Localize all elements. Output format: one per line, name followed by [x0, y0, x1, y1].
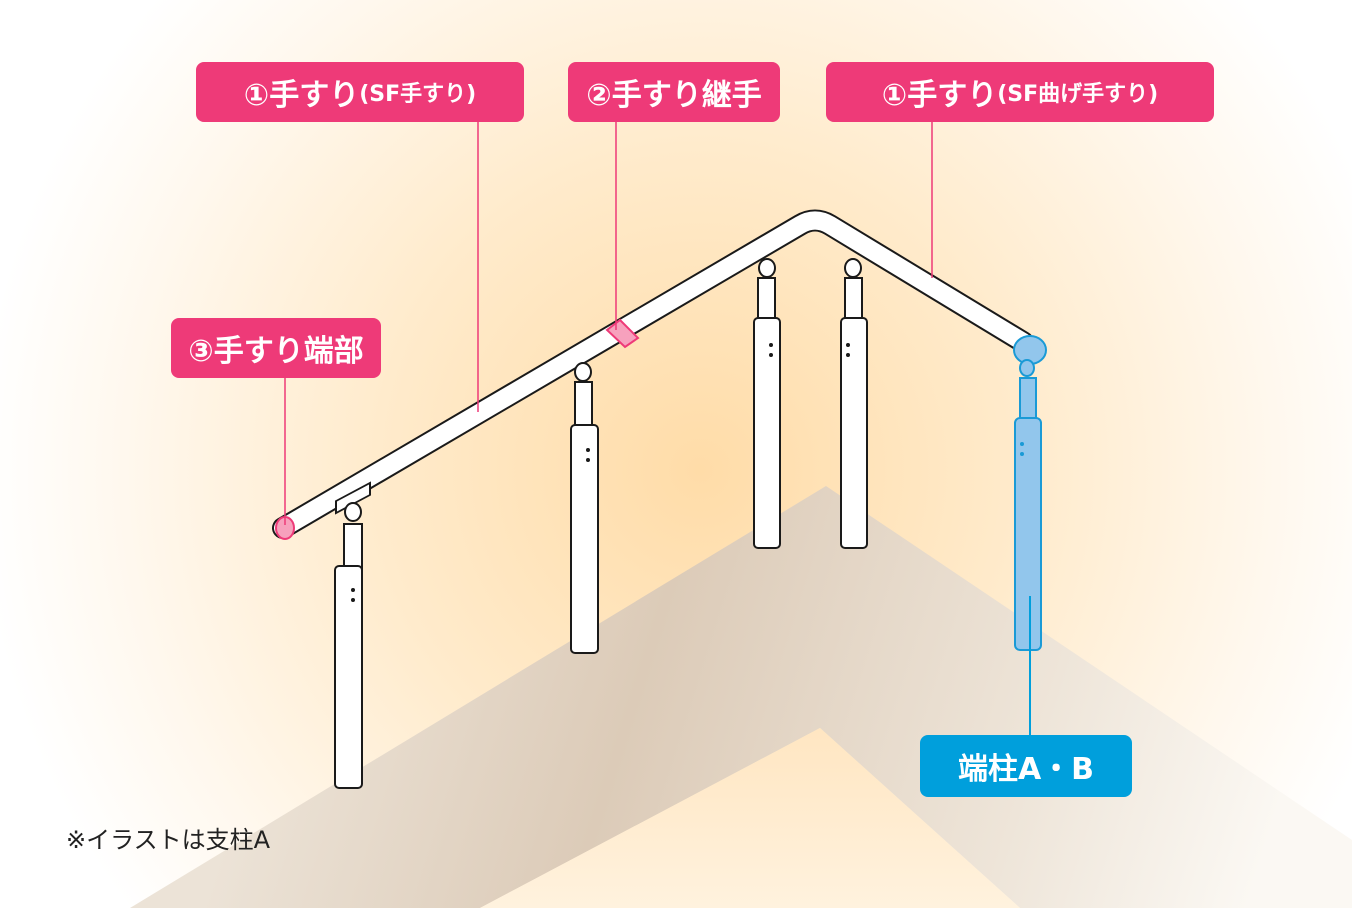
- floor: [130, 486, 1352, 908]
- label-handrail-bent-sub: (SF曲げ手すり): [997, 82, 1159, 107]
- end-post: [1013, 335, 1047, 651]
- label-end-post-main: 端柱A・B: [957, 752, 1095, 787]
- label-end-post: 端柱A・B: [920, 735, 1132, 797]
- label-handrail-sf-main: ①手すり: [243, 78, 360, 113]
- label-handrail-bent: ①手すり (SF曲げ手すり): [826, 62, 1214, 122]
- post-4: [840, 258, 868, 549]
- label-handrail-sf: ①手すり (SF手すり): [196, 62, 524, 122]
- illustration-note: ※イラストは支柱A: [66, 826, 271, 854]
- label-handrail-bent-main: ①手すり: [881, 78, 998, 113]
- label-handrail-end: ③手すり端部: [171, 318, 381, 378]
- post-3: [753, 258, 781, 549]
- label-handrail-end-main: ③手すり端部: [188, 334, 364, 369]
- floor-inner: [480, 728, 1020, 908]
- post-2: [570, 362, 599, 654]
- label-handrail-joint-main: ②手すり継手: [586, 78, 762, 113]
- label-handrail-joint: ②手すり継手: [568, 62, 780, 122]
- handrail: [272, 209, 1034, 539]
- label-handrail-sf-sub: (SF手すり): [359, 82, 477, 107]
- post-1: [334, 481, 371, 789]
